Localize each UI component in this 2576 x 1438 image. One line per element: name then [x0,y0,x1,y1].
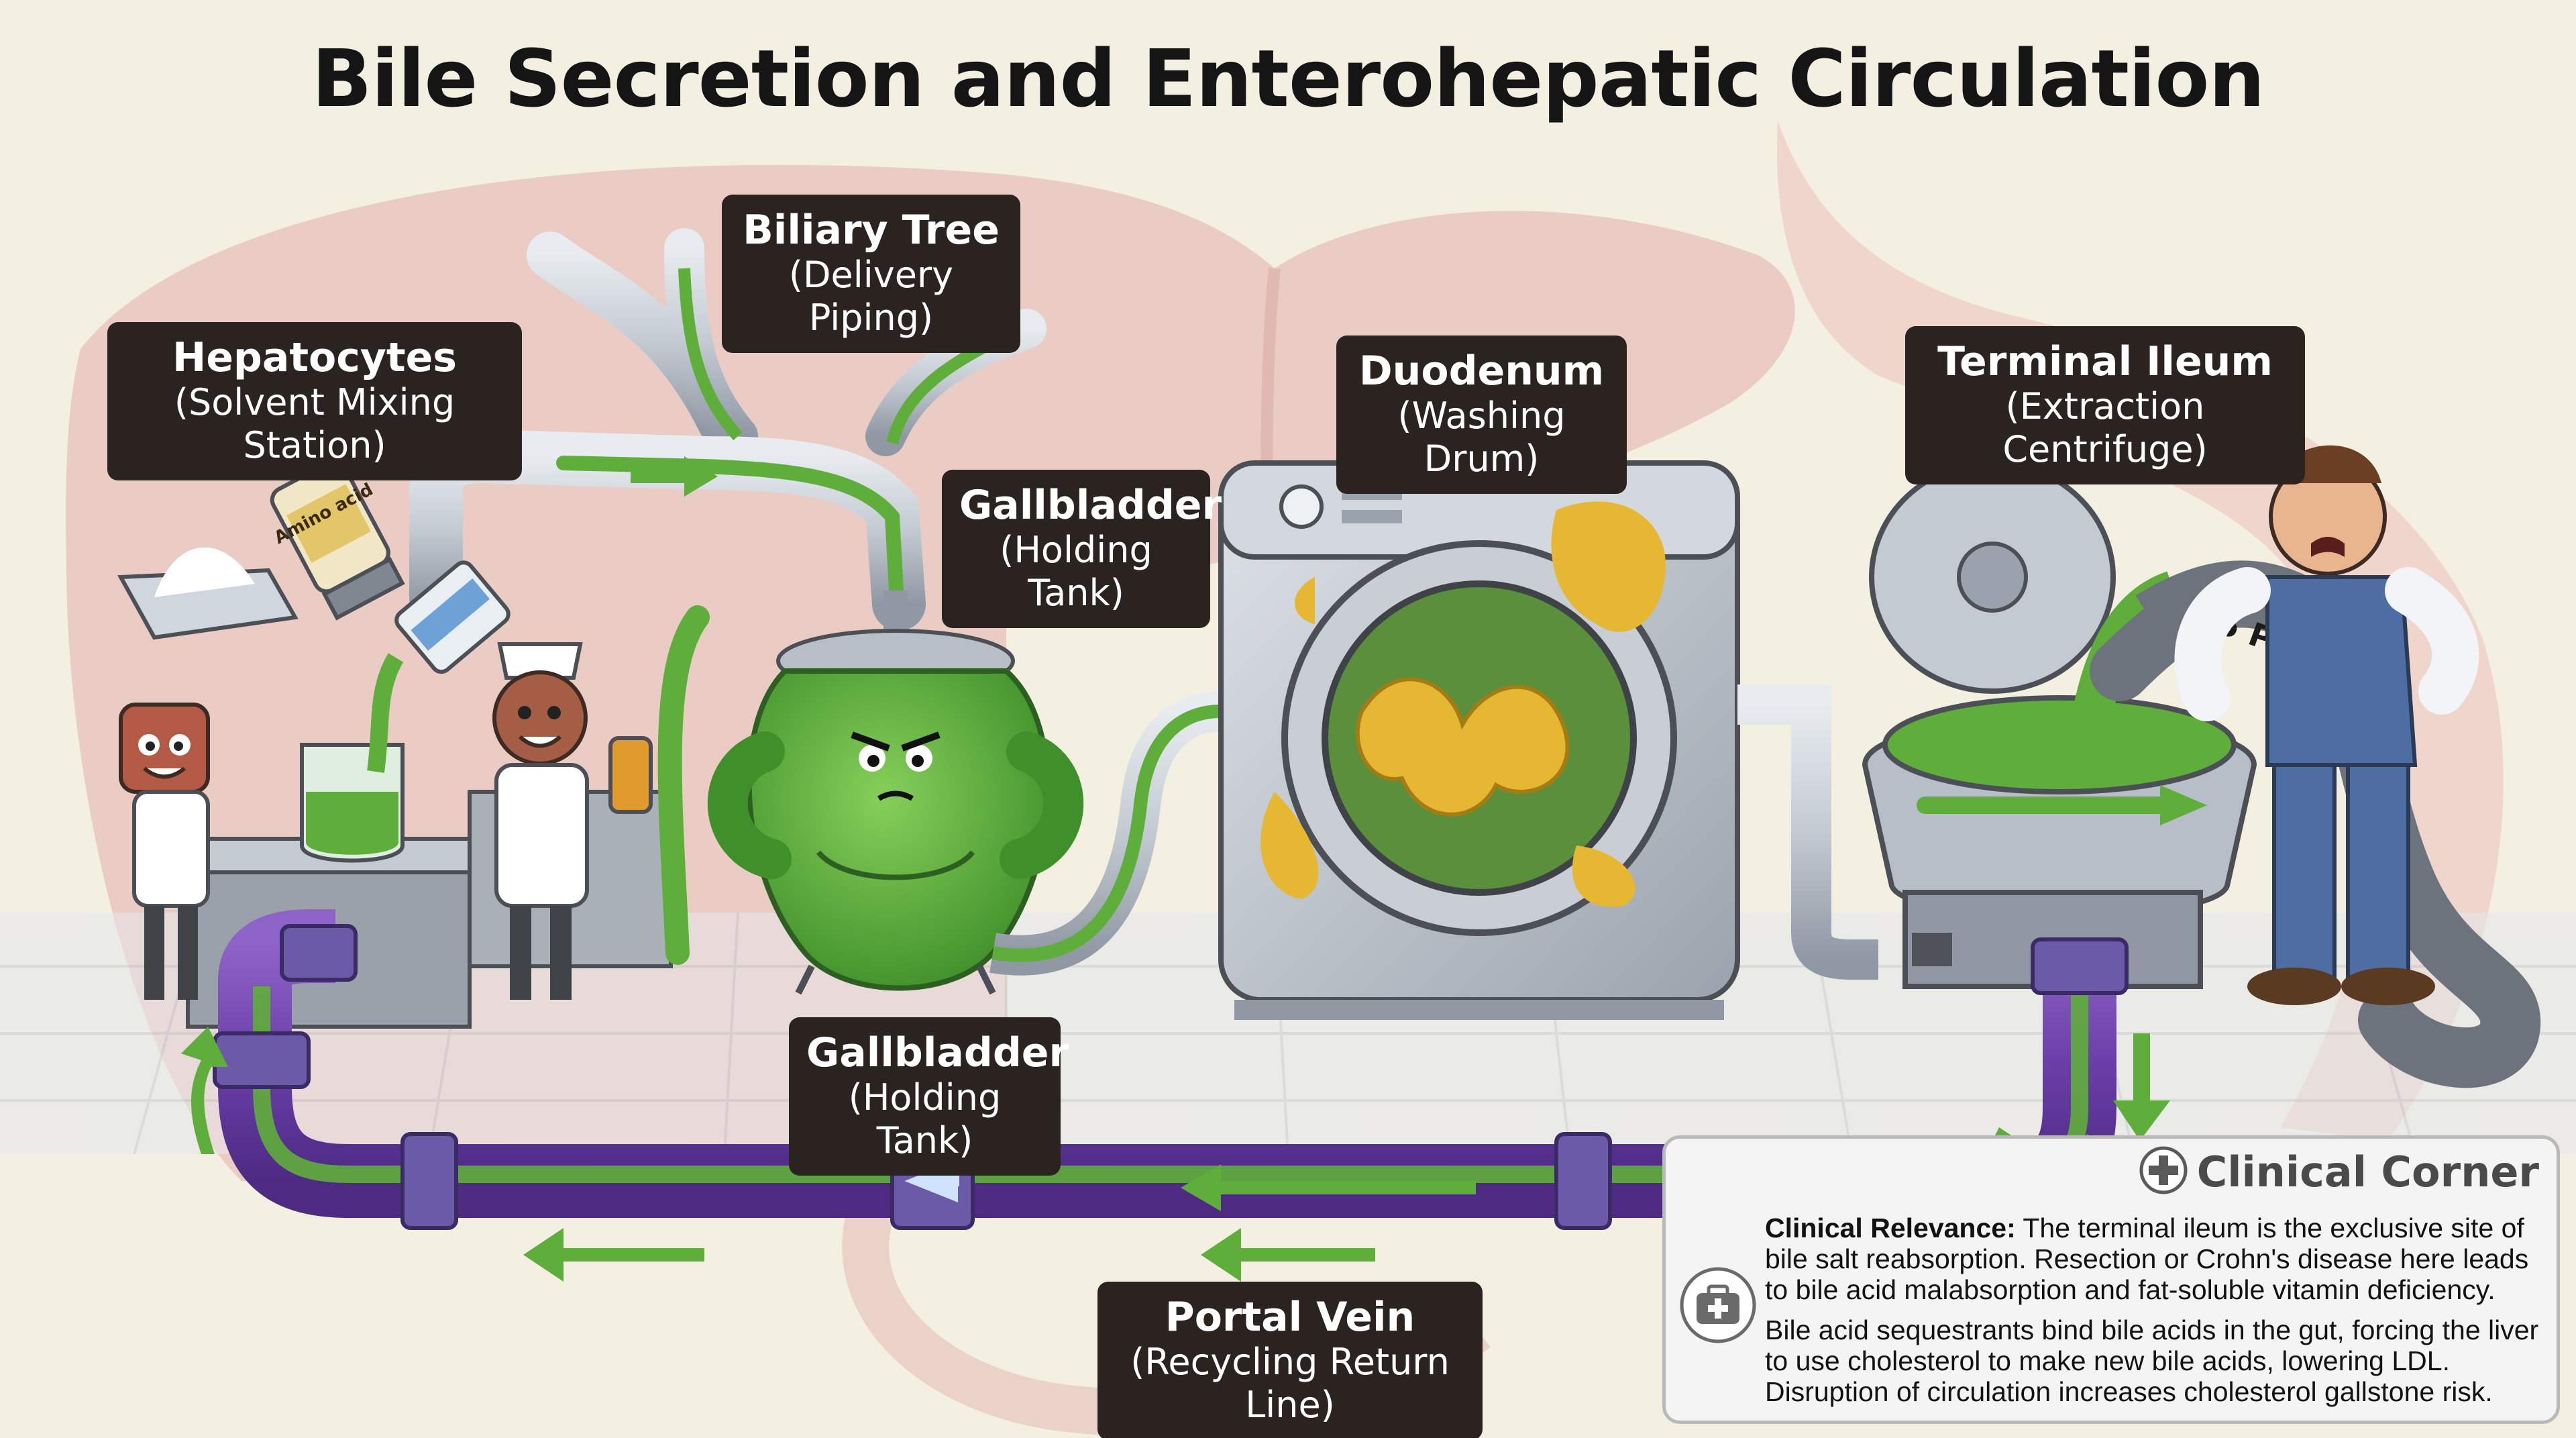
label-hepatocytes: Hepatocytes (Solvent Mixing Station) [107,322,522,480]
terminal-ileum-centrifuge: 95 Percent [1737,445,2540,1088]
label-terminal-ileum: Terminal Ileum (Extraction Centrifuge) [1905,326,2305,484]
label-terminal-ileum-name: Terminal Ileum [1937,338,2273,385]
label-gallbladder-bottom-analogy: (Holding Tank) [848,1076,1002,1162]
clinical-corner-panel: Clinical Corner Clinical Relevance: The … [1662,1135,2560,1424]
scientist-character [492,642,589,1000]
label-gallbladder-bottom-name: Gallbladder [806,1029,1069,1076]
sequestrant-paragraph: Bile acid sequestrants bind bile acids i… [1765,1315,2539,1407]
clinical-corner-body: Clinical Relevance: The terminal ileum i… [1765,1213,2547,1417]
label-gallbladder-top-name: Gallbladder [959,482,1222,529]
label-portal-vein: Portal Vein (Recycling Return Line) [1097,1282,1483,1438]
label-duodenum: Duodenum (Washing Drum) [1336,336,1627,494]
clinical-relevance-text: The terminal ileum is the exclusive site… [1765,1213,2529,1305]
label-gallbladder-bottom: Gallbladder (Holding Tank) [789,1017,1069,1176]
medical-kit-icon [1679,1266,1757,1347]
label-terminal-ileum-analogy: (Extraction Centrifuge) [2002,385,2208,470]
clinical-corner-header: Clinical Corner [2139,1146,2539,1198]
label-biliary-tree-analogy: (Delivery Piping) [788,254,954,339]
clinical-relevance-paragraph: Clinical Relevance: The terminal ileum i… [1765,1213,2547,1305]
gallbladder-tank [657,590,1222,995]
plus-circle-icon [2139,1146,2188,1198]
label-gallbladder-top-analogy: (Holding Tank) [1000,529,1152,614]
label-duodenum-analogy: (Washing Drum) [1397,395,1566,480]
label-hepatocytes-name: Hepatocytes [172,334,457,381]
clinical-relevance-label: Clinical Relevance: [1765,1213,2016,1243]
hepatocyte-character [119,703,210,1000]
label-biliary-tree-name: Biliary Tree [743,207,1000,254]
label-portal-vein-name: Portal Vein [1165,1294,1415,1341]
label-hepatocytes-analogy: (Solvent Mixing Station) [174,381,455,466]
duodenum-washer [1218,460,1740,1020]
label-duodenum-name: Duodenum [1358,348,1605,395]
label-biliary-tree: Biliary Tree (Delivery Piping) [722,195,1020,353]
worker-character [2174,445,2479,1005]
label-portal-vein-analogy: (Recycling Return Line) [1130,1341,1450,1426]
clinical-corner-heading: Clinical Corner [2196,1147,2539,1196]
label-gallbladder-top: Gallbladder (Holding Tank) [942,470,1222,628]
diagram-title: Bile Secretion and Enterohepatic Circula… [311,32,2265,125]
